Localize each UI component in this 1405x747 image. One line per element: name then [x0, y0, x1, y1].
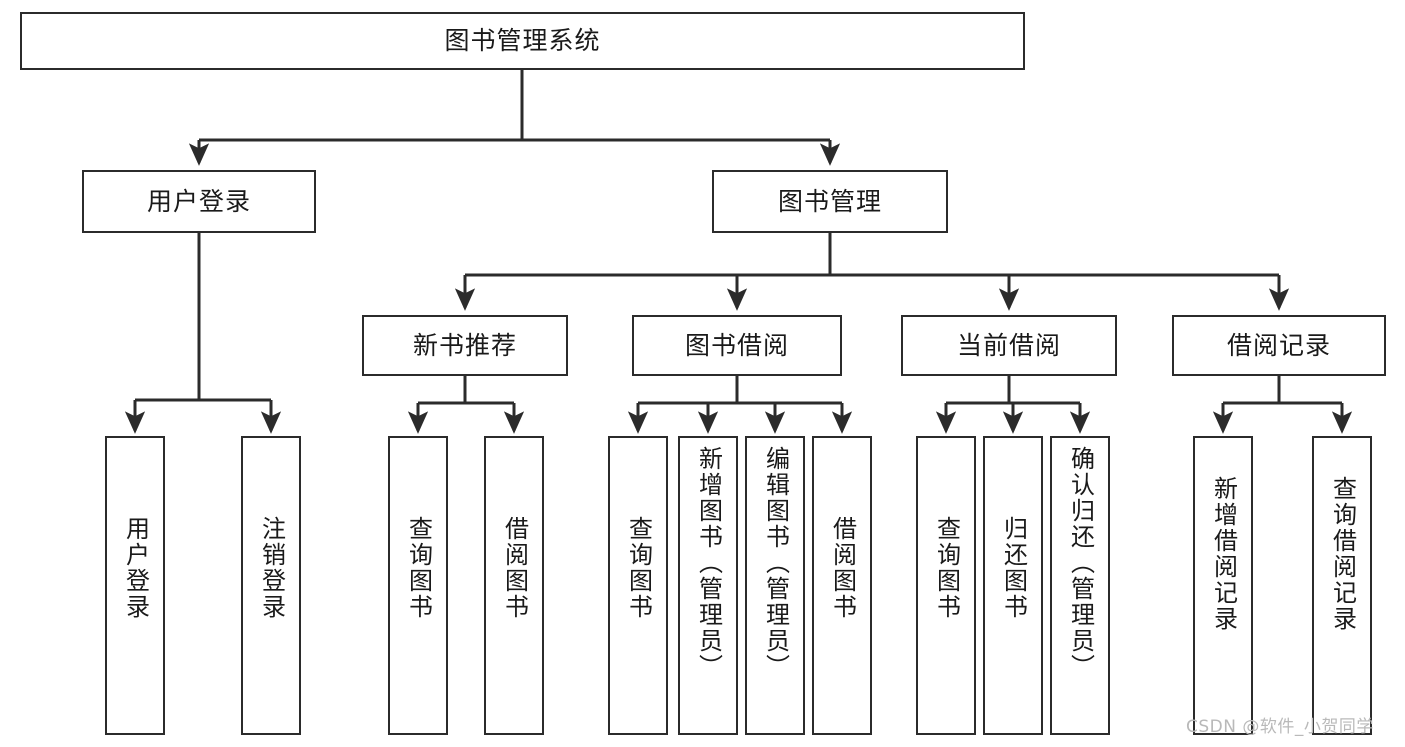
leaf-return-book[interactable]: 归还图书 [983, 436, 1043, 735]
node-label: 编辑图书（管理员） [761, 446, 790, 680]
node-label: 查询图书 [624, 516, 653, 620]
node-label: 归还图书 [999, 516, 1028, 620]
node-label: 图书管理 [777, 186, 882, 216]
node-label: 注销登录 [257, 516, 286, 620]
node-label: 查询图书 [404, 516, 433, 620]
node-root-system[interactable]: 图书管理系统 [20, 12, 1025, 70]
leaf-add-record[interactable]: 新增借阅记录 [1193, 436, 1253, 735]
node-borrow-record[interactable]: 借阅记录 [1172, 315, 1386, 376]
node-user-login[interactable]: 用户登录 [82, 170, 316, 233]
node-label: 图书借阅 [684, 330, 789, 360]
node-label: 新增图书（管理员） [694, 446, 723, 680]
node-label: 用户登录 [121, 516, 150, 620]
leaf-edit-book[interactable]: 编辑图书（管理员） [745, 436, 805, 735]
node-label: 借阅图书 [828, 516, 857, 620]
leaf-query-book-1[interactable]: 查询图书 [388, 436, 448, 735]
node-book-borrow[interactable]: 图书借阅 [632, 315, 842, 376]
leaf-confirm-return[interactable]: 确认归还（管理员） [1050, 436, 1110, 735]
node-current-borrow[interactable]: 当前借阅 [901, 315, 1117, 376]
node-label: 当前借阅 [956, 330, 1061, 360]
leaf-borrow-book-2[interactable]: 借阅图书 [812, 436, 872, 735]
leaf-logout-login[interactable]: 注销登录 [241, 436, 301, 735]
node-label: 借阅记录 [1226, 330, 1331, 360]
node-label: 借阅图书 [500, 516, 529, 620]
leaf-borrow-book-1[interactable]: 借阅图书 [484, 436, 544, 735]
node-label: 确认归还（管理员） [1066, 446, 1095, 680]
leaf-query-record[interactable]: 查询借阅记录 [1312, 436, 1372, 735]
csdn-watermark: CSDN @软件_小贺同学 [1186, 717, 1374, 737]
node-label: 图书管理系统 [444, 26, 601, 56]
leaf-query-book-3[interactable]: 查询图书 [916, 436, 976, 735]
leaf-query-book-2[interactable]: 查询图书 [608, 436, 668, 735]
node-label: 用户登录 [146, 186, 251, 216]
node-label: 新书推荐 [412, 330, 517, 360]
leaf-user-login[interactable]: 用户登录 [105, 436, 165, 735]
node-label: 查询借阅记录 [1328, 476, 1357, 632]
node-label: 新增借阅记录 [1209, 476, 1238, 632]
node-new-book-recommend[interactable]: 新书推荐 [362, 315, 568, 376]
leaf-add-book[interactable]: 新增图书（管理员） [678, 436, 738, 735]
node-label: 查询图书 [932, 516, 961, 620]
node-book-manage[interactable]: 图书管理 [712, 170, 948, 233]
